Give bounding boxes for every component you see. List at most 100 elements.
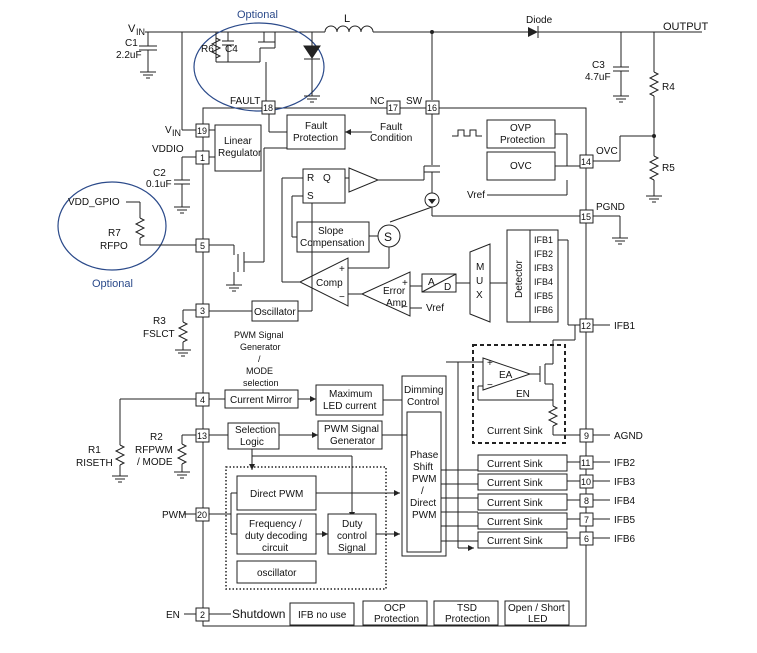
fault-condition-l1: Fault <box>380 122 402 133</box>
c3-label: C3 <box>592 60 605 71</box>
error-amp-l2: Amp <box>386 298 407 309</box>
ifb-list-1: IFB1 <box>534 235 553 245</box>
ea-label: EA <box>499 370 513 381</box>
pwm-sig-gen-l4: MODE <box>246 366 273 376</box>
pwm-sig-gen2-l2: Generator <box>330 436 376 447</box>
pin-3-num: 3 <box>200 306 205 316</box>
pin-ifb5-label: IFB5 <box>614 515 636 526</box>
current-sink-1: Current Sink <box>487 459 544 470</box>
pin-ifb2-label: IFB2 <box>614 458 636 469</box>
current-sink-3: Current Sink <box>487 498 544 509</box>
freq-duty-l2: duty decoding <box>245 531 307 542</box>
max-led-l2: LED current <box>323 401 377 412</box>
duty-l2: control <box>337 531 367 542</box>
pin-agnd-label: AGND <box>614 431 643 442</box>
pin-vddio-label: VDDIO <box>152 144 184 155</box>
shutdown-label: Shutdown <box>232 607 285 621</box>
comp-label: Comp <box>316 278 343 289</box>
svg-text:−: − <box>402 302 408 313</box>
r5-label: R5 <box>662 163 675 174</box>
svg-text:+: + <box>487 358 493 369</box>
pin-4-num: 4 <box>200 395 205 405</box>
vin-sub: IN <box>136 27 145 37</box>
ifb-list-5: IFB5 <box>534 291 553 301</box>
pin-fault-label: FAULT <box>230 96 260 107</box>
pin-13-num: 13 <box>197 431 207 441</box>
c1-value: 2.2uF <box>116 50 142 61</box>
pin-10-num: 10 <box>581 477 591 487</box>
pwm-sig-gen-l2: Generator <box>240 342 281 352</box>
dimming-l2: Control <box>407 397 439 408</box>
phase-l2: Shift <box>413 462 433 473</box>
rfpo-label: RFPO <box>100 241 128 252</box>
pin-12-num: 12 <box>581 321 591 331</box>
ovp-l2: Protection <box>500 135 545 146</box>
r3-label: R3 <box>153 316 166 327</box>
detector-label: Detector <box>514 260 525 298</box>
riseth-label: RISETH <box>76 458 113 469</box>
fault-protection-l1: Fault <box>305 121 327 132</box>
pin-16-num: 16 <box>427 103 437 113</box>
pin-en-label: EN <box>166 610 180 621</box>
rfpwm-label: RFPWM <box>135 445 173 456</box>
pin-15-num: 15 <box>581 212 591 222</box>
mux-m: M <box>476 262 484 273</box>
vdd-gpio-label: VDD_GPIO <box>68 197 120 208</box>
pin-ifb1-label: IFB1 <box>614 321 636 332</box>
open-short-l2: LED <box>528 614 547 625</box>
pin-7-num: 7 <box>584 515 589 525</box>
ocp-l1: OCP <box>384 603 406 614</box>
ea-en-label: EN <box>516 389 530 400</box>
current-mirror-label: Current Mirror <box>230 395 293 406</box>
pin-nc-label: NC <box>370 96 384 107</box>
adc-a: A <box>428 277 435 288</box>
sum-symbol: S <box>384 230 392 244</box>
oscillator-label: Oscillator <box>254 307 296 318</box>
c3-value: 4.7uF <box>585 72 611 83</box>
pin-ovc-label: OVC <box>596 146 618 157</box>
pwm-sig-gen-l1: PWM Signal <box>234 330 284 340</box>
c2-value: 0.1uF <box>146 179 172 190</box>
phase-l3: PWM <box>412 474 436 485</box>
pin-ifb4-label: IFB4 <box>614 496 636 507</box>
pin-5-num: 5 <box>200 241 205 251</box>
inductor-label: L <box>344 13 350 25</box>
pin-vin-label: V <box>165 125 172 136</box>
optional-ellipse-left <box>57 181 167 271</box>
current-sink-4: Current Sink <box>487 517 544 528</box>
pin-2-num: 2 <box>200 610 205 620</box>
pin-14-num: 14 <box>581 157 591 167</box>
fault-protection-l2: Protection <box>293 133 338 144</box>
pwm-decode-dotted-box <box>225 466 387 590</box>
r1-label: R1 <box>88 445 101 456</box>
mux-x: X <box>476 290 483 301</box>
pin-pwm-label: PWM <box>162 510 186 521</box>
adc-d: D <box>444 282 451 293</box>
current-sink-2: Current Sink <box>487 478 544 489</box>
linear-regulator-l2: Regulator <box>218 148 262 159</box>
svg-text:+: + <box>402 278 408 289</box>
current-sink-5: Current Sink <box>487 536 544 547</box>
linear-regulator-l1: Linear <box>224 136 252 147</box>
tsd-l2: Protection <box>445 614 490 625</box>
oscillator-small: oscillator <box>257 568 297 579</box>
vref-top: Vref <box>467 190 485 201</box>
tsd-l1: TSD <box>457 603 477 614</box>
top-power-section: V IN C1 2.2uF Optional R6 C4 <box>116 9 709 203</box>
phase-l5: Direct <box>410 498 436 509</box>
fslct-label: FSLCT <box>143 329 175 340</box>
ovp-l1: OVP <box>510 123 531 134</box>
diode-label: Diode <box>526 15 553 26</box>
svg-text:−: − <box>487 380 493 391</box>
ovc-block: OVC <box>510 161 532 172</box>
ifb-list-6: IFB6 <box>534 305 553 315</box>
freq-duty-l3: circuit <box>262 543 288 554</box>
pin-pgnd-label: PGND <box>596 202 625 213</box>
svg-text:−: − <box>339 292 345 303</box>
latch-q: Q <box>323 173 331 184</box>
pin-17-num: 17 <box>388 103 398 113</box>
slope-comp-l2: Compensation <box>300 238 364 249</box>
pin-ifb6-label: IFB6 <box>614 534 636 545</box>
optional-left-label: Optional <box>92 278 133 290</box>
open-short-l1: Open / Short <box>508 603 565 614</box>
